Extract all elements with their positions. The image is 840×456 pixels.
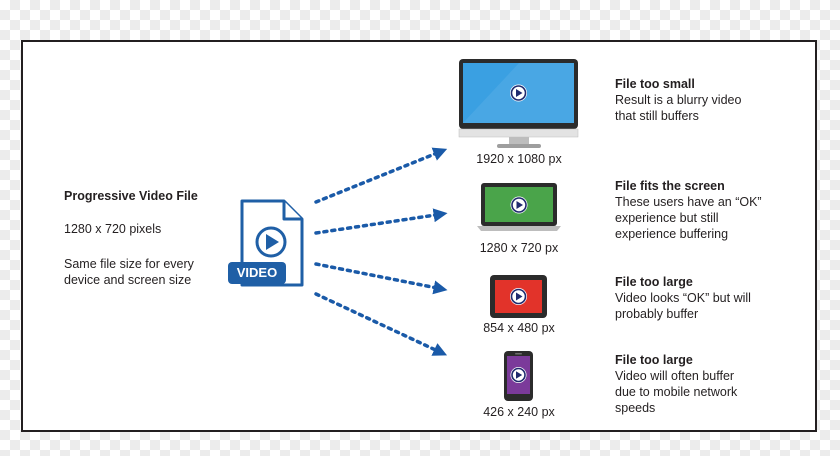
- phone-desc-line-1: Video will often buffer: [615, 369, 735, 383]
- arrow-to-laptop: [314, 208, 448, 235]
- video-file-icon: [228, 199, 304, 287]
- monitor-desc-line-1: Result is a blurry video: [615, 93, 742, 107]
- laptop-icon: [477, 183, 561, 231]
- resolution-label-phone: 426 x 240 px: [483, 405, 555, 419]
- diagram-frame: [21, 40, 817, 432]
- phone-desc-line-3: speeds: [615, 401, 656, 415]
- laptop-desc-line-2: experience but still: [615, 211, 719, 225]
- arrow-to-monitor: [314, 147, 448, 204]
- laptop-desc-line-3: experience buffering: [615, 227, 729, 241]
- arrow-to-tablet: [314, 262, 448, 295]
- monitor-icon: [458, 59, 579, 148]
- tablet-icon: [490, 275, 547, 318]
- resolution-label-laptop: 1280 x 720 px: [479, 241, 559, 255]
- phone-desc-line-2: due to mobile network: [615, 385, 738, 399]
- tablet-heading: File too large: [615, 275, 693, 289]
- source-title: Progressive Video File: [64, 189, 198, 203]
- resolution-label-tablet: 854 x 480 px: [483, 321, 555, 335]
- monitor-desc-line-2: that still buffers: [615, 109, 699, 123]
- tablet-desc-line-2: probably buffer: [615, 307, 699, 321]
- phone-heading: File too large: [615, 353, 693, 367]
- resolution-label-monitor: 1920 x 1080 px: [476, 152, 562, 166]
- phone-icon: [504, 351, 533, 401]
- tablet-desc-line-1: Video looks “OK” but will: [615, 291, 751, 305]
- monitor-heading: File too small: [615, 77, 695, 91]
- source-resolution: 1280 x 720 pixels: [64, 222, 162, 236]
- laptop-desc-line-1: These users have an “OK”: [615, 195, 762, 209]
- source-note-line-2: device and screen size: [64, 273, 192, 287]
- source-note-line-1: Same file size for every: [64, 257, 194, 271]
- arrow-to-phone: [314, 292, 448, 356]
- video-file-label: VIDEO: [236, 265, 278, 280]
- laptop-heading: File fits the screen: [615, 179, 725, 193]
